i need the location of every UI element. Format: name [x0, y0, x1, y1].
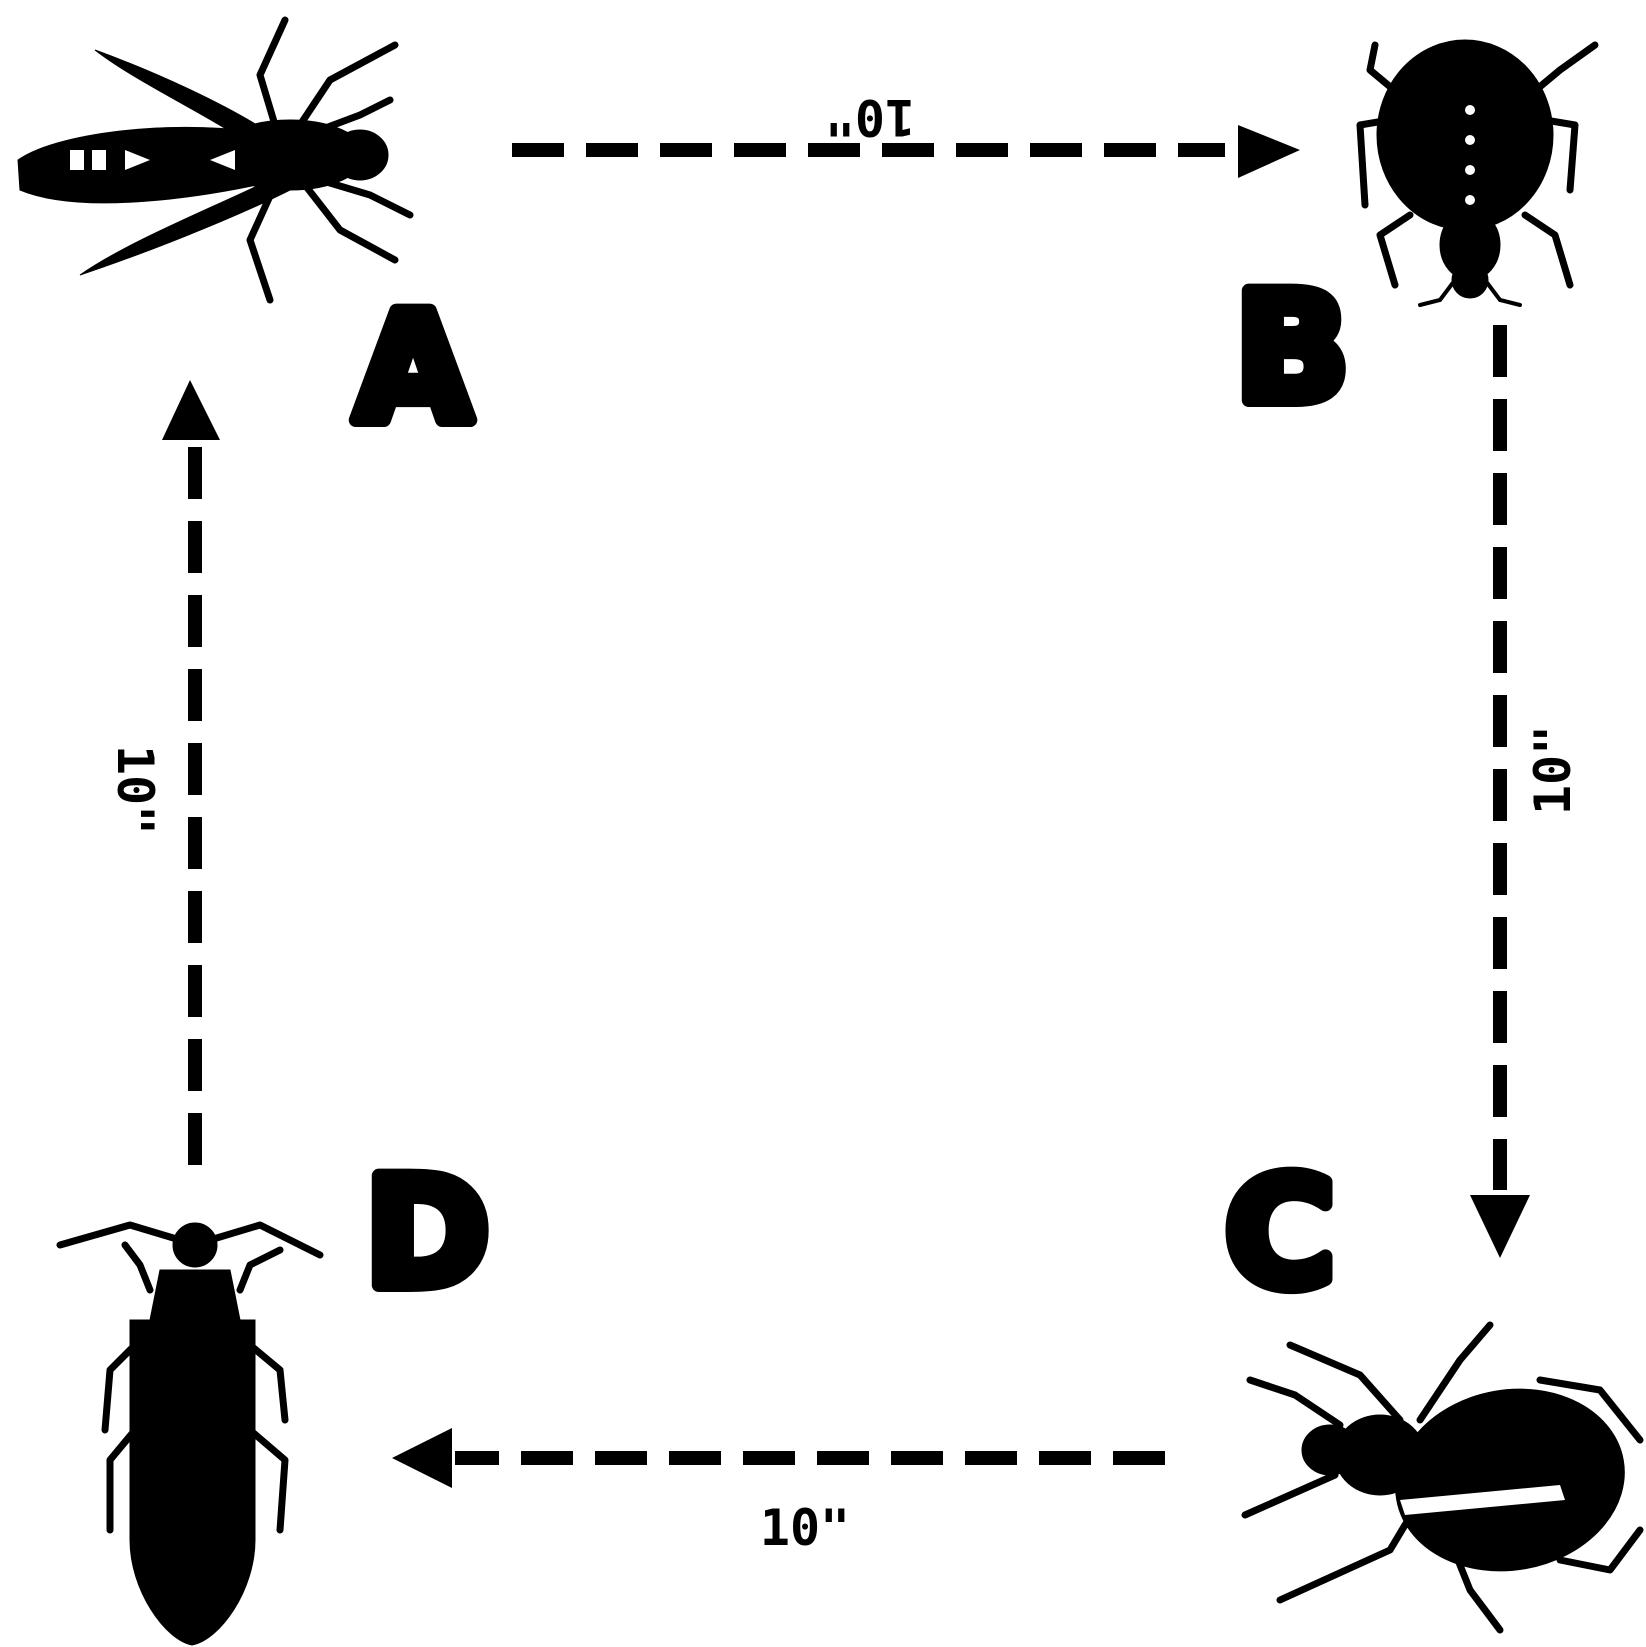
edge-d-to-a-arrowhead [162, 380, 220, 440]
edge-a-to-b-arrowhead [1238, 125, 1300, 178]
edge-a-to-b-label: 10" [825, 88, 915, 146]
node-label-c: C [1225, 1147, 1335, 1321]
edge-b-to-c-label: 10" [1524, 725, 1582, 815]
edge-c-to-d-arrowhead [392, 1428, 452, 1488]
node-label-a: A [355, 282, 471, 456]
edge-a-to-b: 10" [512, 88, 1300, 178]
edge-b-to-c-arrowhead [1470, 1195, 1530, 1258]
click-beetle-icon [60, 1223, 320, 1645]
edge-d-to-a: 10" [106, 380, 220, 1165]
node-label-d: D [365, 1147, 490, 1321]
edge-d-to-a-label: 10" [106, 745, 164, 835]
edge-c-to-d: 10" [392, 1428, 1165, 1557]
edge-c-to-d-label: 10" [760, 1499, 850, 1557]
node-label-b: B [1235, 262, 1349, 436]
ground-beetle-icon [1245, 1325, 1640, 1630]
bedbug-insect-icon [1360, 40, 1595, 305]
edge-b-to-c: 10" [1470, 325, 1582, 1258]
fly-insect-icon [18, 20, 410, 300]
